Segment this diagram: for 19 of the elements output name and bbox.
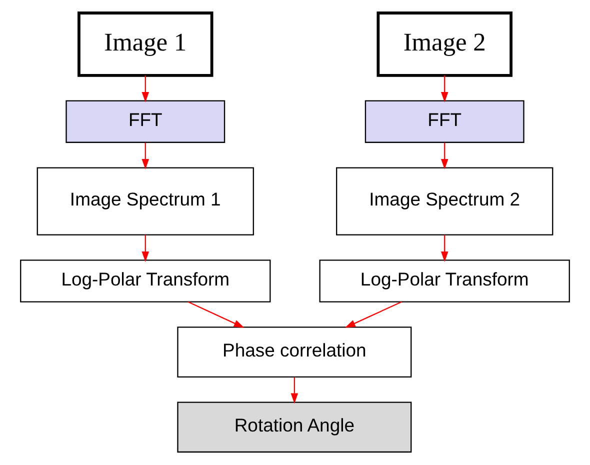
node-box: Image Spectrum 2: [336, 167, 554, 236]
arrow: [440, 234, 448, 262]
node-box: FFT: [66, 100, 226, 143]
arrow: [344, 301, 402, 328]
arrow: [440, 142, 448, 170]
node-box: Log-Polar Transform: [20, 260, 271, 302]
arrow: [440, 75, 448, 102]
node-box: Phase correlation: [177, 326, 412, 378]
arrow: [142, 234, 150, 262]
arrow: [290, 377, 298, 404]
node-box: Image Spectrum 1: [36, 167, 254, 236]
node-box: Log-Polar Transform: [319, 260, 570, 302]
node-box: Image 2: [376, 12, 512, 77]
arrow: [142, 75, 150, 102]
arrow: [142, 142, 150, 170]
node-box: FFT: [364, 100, 524, 143]
node-box: Image 1: [78, 12, 214, 77]
arrow: [188, 301, 244, 328]
node-box: Rotation Angle: [177, 402, 412, 453]
